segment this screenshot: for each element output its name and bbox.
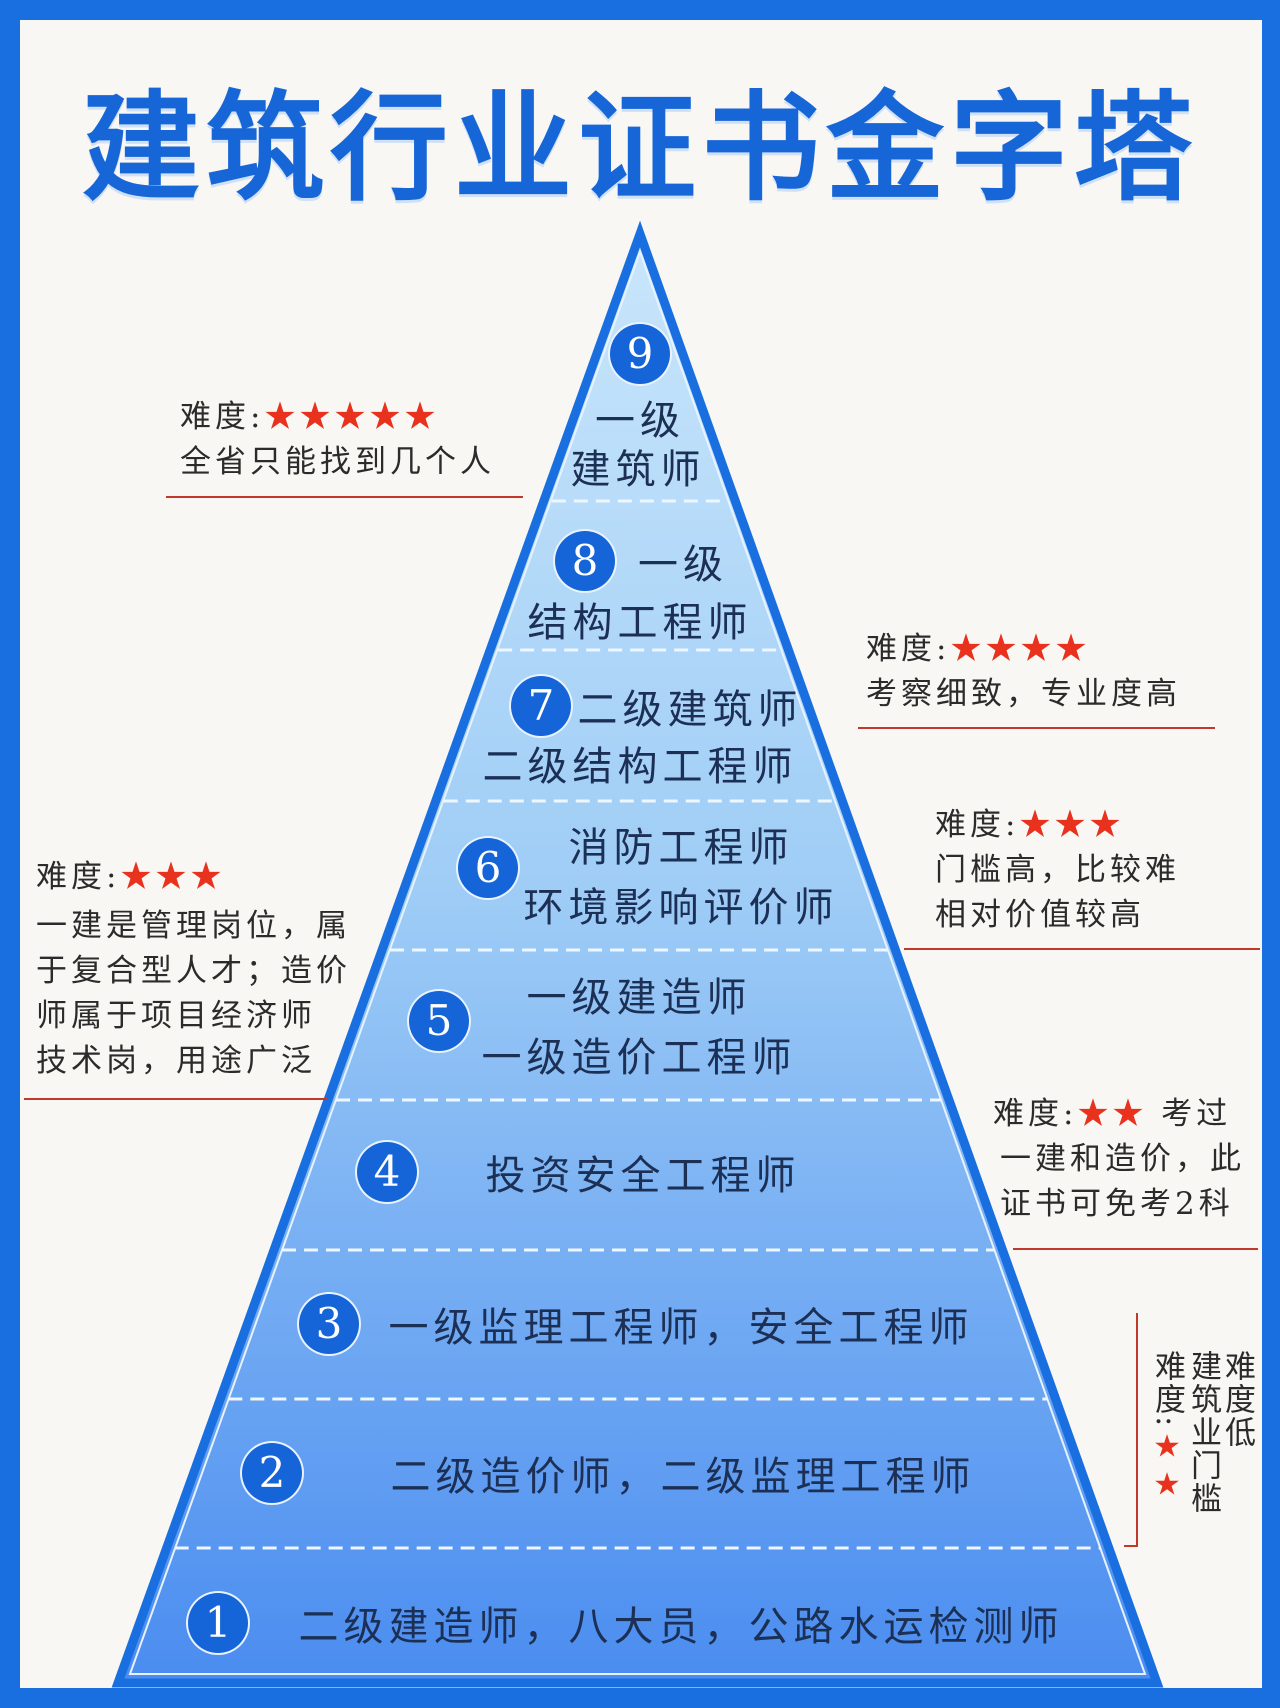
level-5-badge: 5 — [409, 991, 469, 1051]
level-4-badge: 4 — [357, 1142, 417, 1202]
star-rating-icon: ★★★★★ — [264, 399, 440, 435]
annotation-level-7-8: 难度:★★★★ 考察细致，专业度高 — [866, 627, 1181, 717]
annotation-text: 一建是管理岗位，属 — [36, 908, 351, 944]
annotation-vertical-col-2: 建筑业门槛 — [1185, 1350, 1221, 1515]
star-rating-icon: ★★★ — [1019, 807, 1125, 843]
difficulty-label: 难度: — [36, 859, 121, 895]
annotation-underline — [24, 1098, 327, 1100]
difficulty-label: 难度: — [866, 631, 951, 667]
level-3-line-1: 一级监理工程师，安全工程师 — [388, 1305, 974, 1351]
level-6-line-1: 消防工程师 — [568, 825, 794, 871]
annotation-text: 全省只能找到几个人 — [180, 444, 495, 480]
level-5-line-1: 一级建造师 — [526, 975, 752, 1021]
annotation-text: 一建和造价，此 — [1000, 1141, 1245, 1177]
level-8-badge: 8 — [555, 531, 615, 591]
difficulty-label: 难度: — [935, 807, 1020, 843]
annotation-text: 考察细致，专业度高 — [866, 676, 1181, 712]
annotation-bracket-line — [1136, 1313, 1138, 1547]
annotation-level-4: 难度:★★ 考过 一建和造价，此 证书可免考2科 — [993, 1092, 1245, 1227]
annotation-text: 于复合型人才；造价 — [36, 953, 351, 989]
level-6-line-2: 环境影响评价师 — [523, 885, 839, 931]
difficulty-label: 难度: — [1149, 1350, 1185, 1429]
annotation-text: 考过 — [1147, 1096, 1232, 1132]
page-title: 建筑行业证书金字塔 — [81, 78, 1198, 217]
difficulty-label: 难度: — [180, 399, 265, 435]
annotation-text: 相对价值较高 — [935, 897, 1145, 933]
level-3-badge: 3 — [299, 1294, 359, 1354]
level-1-badge: 1 — [188, 1593, 248, 1653]
level-2-badge: 2 — [242, 1443, 302, 1503]
level-9-line-2: 建筑师 — [570, 447, 706, 493]
star-rating-icon: ★★★ — [120, 859, 226, 895]
star-rating-icon: ★★★★ — [950, 631, 1091, 667]
level-9-line-1: 一级 — [595, 398, 685, 444]
annotation-underline — [904, 948, 1260, 950]
pyramid-shape — [111, 220, 1164, 1688]
star-rating-icon: ★★ — [1077, 1096, 1148, 1132]
annotation-level-9: 难度:★★★★★ 全省只能找到几个人 — [180, 395, 495, 485]
level-6-badge: 6 — [458, 838, 518, 898]
pyramid-inner-edge — [128, 249, 1147, 1675]
level-5-line-2: 一级造价工程师 — [481, 1035, 797, 1081]
annotation-text: 技术岗，用途广泛 — [36, 1043, 316, 1079]
level-4-line-1: 投资安全工程师 — [485, 1153, 801, 1199]
annotation-level-6: 难度:★★★ 门槛高，比较难 相对价值较高 — [935, 803, 1180, 938]
level-7-line-2: 二级结构工程师 — [482, 744, 798, 790]
level-7-badge: 7 — [511, 676, 571, 736]
annotation-text: 门槛高，比较难 — [935, 852, 1180, 888]
level-8-line-1: 一级 — [638, 542, 728, 588]
annotation-level-5: 难度:★★★ 一建是管理岗位，属 于复合型人才；造价 师属于项目经济师 技术岗，… — [36, 855, 351, 1084]
annotation-text: 师属于项目经济师 — [36, 998, 316, 1034]
level-8-line-2: 结构工程师 — [527, 600, 753, 646]
level-2-line-1: 二级造价师，二级监理工程师 — [390, 1454, 976, 1500]
annotation-vertical-col-1: 难度:★★ — [1149, 1350, 1185, 1505]
level-9-badge: 9 — [610, 324, 670, 384]
annotation-bracket-tick — [1124, 1545, 1138, 1547]
annotation-underline — [1013, 1248, 1258, 1250]
star-rating-icon: ★★ — [1149, 1428, 1185, 1505]
annotation-underline — [858, 727, 1215, 729]
level-7-line-1: 二级建筑师 — [577, 687, 803, 733]
level-1-line-1: 二级建造师，八大员，公路水运检测师 — [298, 1604, 1064, 1650]
annotation-vertical-col-3: 难度低 — [1219, 1350, 1255, 1449]
difficulty-label: 难度: — [993, 1096, 1078, 1132]
annotation-text: 证书可免考2科 — [1000, 1186, 1234, 1222]
annotation-underline — [166, 496, 523, 498]
